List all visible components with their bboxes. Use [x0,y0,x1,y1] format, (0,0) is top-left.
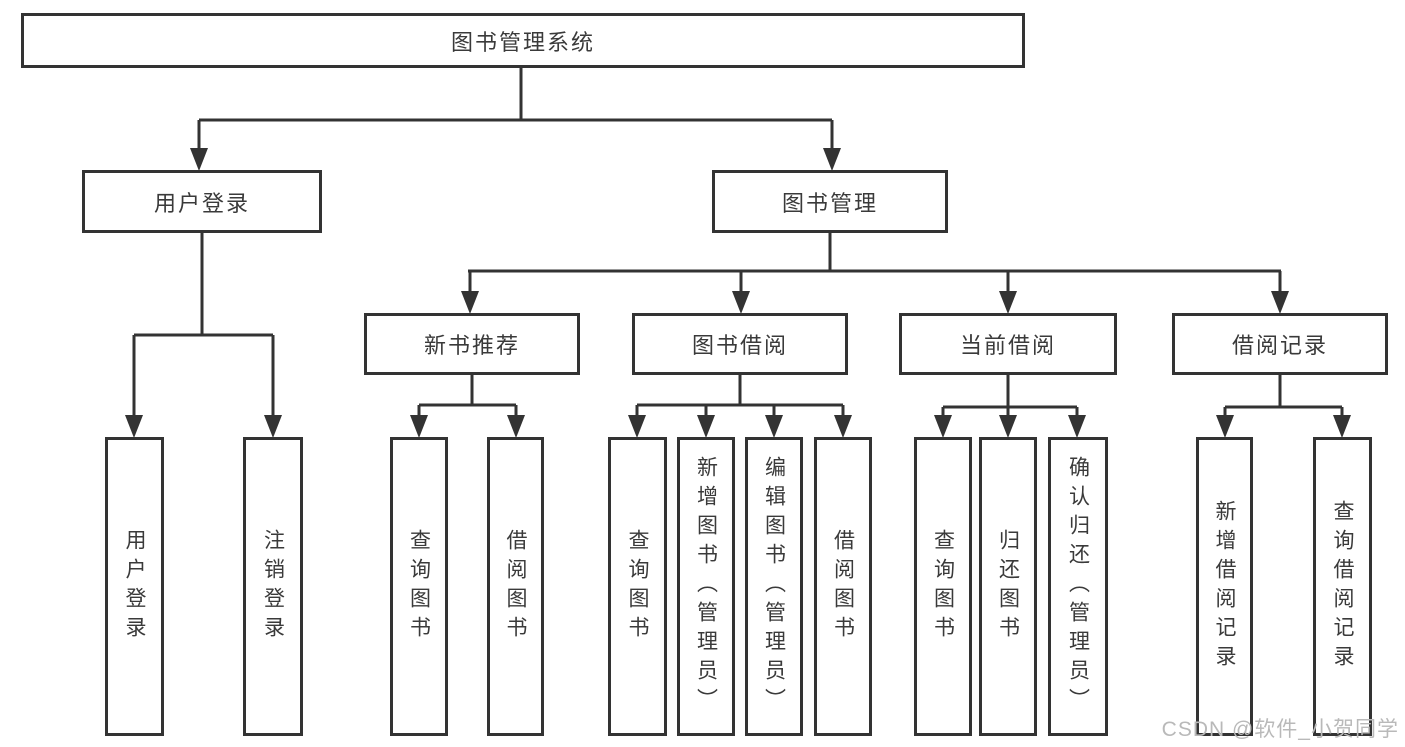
leaf-records-add-record: 新增借阅记录 [1196,437,1253,736]
node-borrowing-records: 借阅记录 [1172,313,1388,375]
leaf-user-login: 用户登录 [105,437,164,736]
node-new-book-recommend: 新书推荐 [364,313,580,375]
leaf-borrow-query-books: 查询图书 [608,437,667,736]
leaf-newbook-borrow-books: 借阅图书 [487,437,544,736]
csdn-watermark: CSDN @软件_小贺同学 [1161,718,1399,741]
node-book-borrowing: 图书借阅 [632,313,848,375]
leaf-logout: 注销登录 [243,437,303,736]
leaf-records-query-record: 查询借阅记录 [1313,437,1372,736]
leaf-current-confirm-return-admin: 确认归还（管理员） [1048,437,1108,736]
leaf-borrow-borrow-books: 借阅图书 [814,437,872,736]
node-current-borrowing: 当前借阅 [899,313,1117,375]
leaf-current-query-books: 查询图书 [914,437,972,736]
leaf-borrow-add-books-admin: 新增图书（管理员） [677,437,735,736]
leaf-newbook-query-books: 查询图书 [390,437,448,736]
node-root-system: 图书管理系统 [21,13,1025,68]
leaf-borrow-edit-books-admin: 编辑图书（管理员） [745,437,803,736]
leaf-current-return-books: 归还图书 [979,437,1037,736]
node-book-management: 图书管理 [712,170,948,233]
node-user-login: 用户登录 [82,170,322,233]
